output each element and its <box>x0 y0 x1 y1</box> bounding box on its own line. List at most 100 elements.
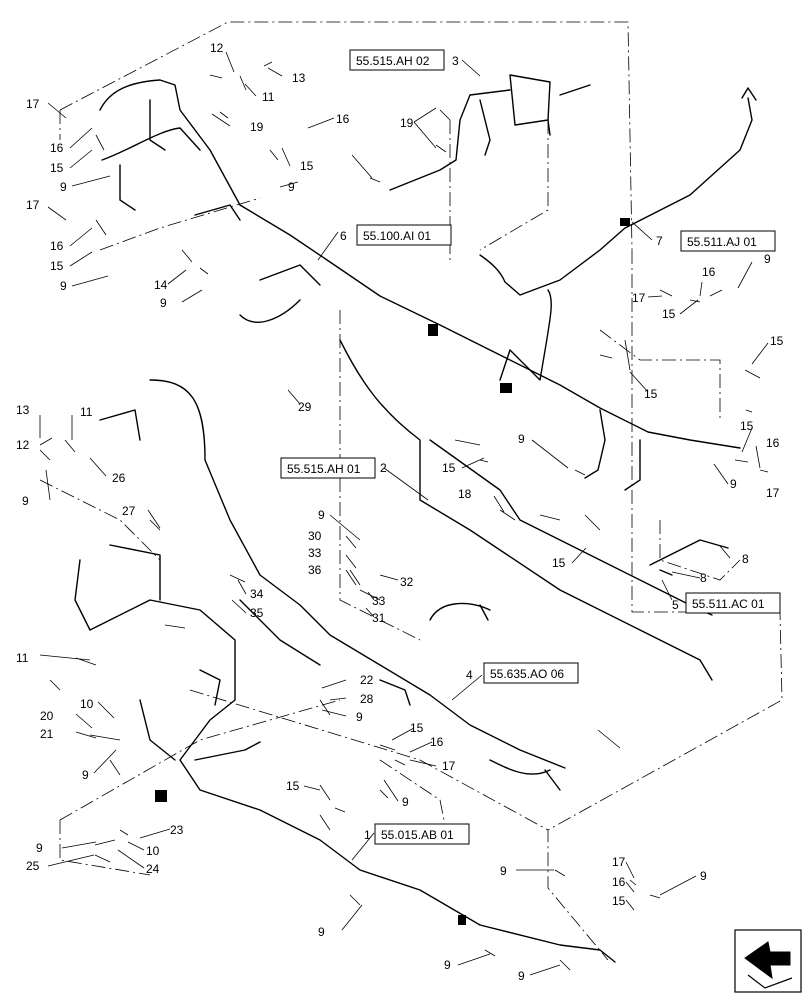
callout: 15 <box>662 307 676 321</box>
callout: 17 <box>26 198 40 212</box>
callout: 9 <box>402 795 409 809</box>
callout: 18 <box>458 487 472 501</box>
callout: 1 <box>364 828 371 842</box>
harness-3 <box>389 74 591 191</box>
callout: 27 <box>122 504 136 518</box>
callout: 31 <box>372 611 386 625</box>
callout: 9 <box>36 841 43 855</box>
callout: 3 <box>452 54 459 68</box>
callout: 15 <box>644 387 658 401</box>
callout: 8 <box>742 552 749 566</box>
harness-7 <box>479 87 757 296</box>
callout: 22 <box>360 673 374 687</box>
ref-box-55515ah02[interactable]: 55.515.AH 02 <box>349 49 445 71</box>
callout: 12 <box>16 438 30 452</box>
callout: 19 <box>400 116 414 130</box>
ref-box-55511aj01[interactable]: 55.511.AJ 01 <box>680 230 776 252</box>
callout: 15 <box>552 556 566 570</box>
callout: 9 <box>500 864 507 878</box>
callout: 16 <box>50 141 64 155</box>
svg-text:55.515.AH 02: 55.515.AH 02 <box>356 54 430 68</box>
callout: 9 <box>700 869 707 883</box>
callout: 9 <box>764 252 771 266</box>
callout: 15 <box>612 894 626 908</box>
harness-1 <box>74 544 616 963</box>
callout: 9 <box>318 508 325 522</box>
callout: 9 <box>160 296 167 310</box>
callout: 29 <box>298 400 312 414</box>
callout: 34 <box>250 587 264 601</box>
harness-5 <box>649 539 729 576</box>
callout: 23 <box>170 823 184 837</box>
callout: 9 <box>356 710 363 724</box>
callout: 28 <box>360 692 374 706</box>
callout: 17 <box>766 486 780 500</box>
callout: 15 <box>286 779 300 793</box>
svg-text:55.015.AB 01: 55.015.AB 01 <box>381 828 454 842</box>
callout: 9 <box>288 180 295 194</box>
callout: 36 <box>308 563 322 577</box>
callout: 24 <box>146 862 160 876</box>
harness-4 <box>99 379 566 791</box>
callout: 9 <box>318 925 325 939</box>
ref-box-55515ah01[interactable]: 55.515.AH 01 <box>280 457 376 479</box>
callout: 9 <box>22 494 29 508</box>
callout: 35 <box>250 606 264 620</box>
svg-text:55.515.AH 01: 55.515.AH 01 <box>287 462 361 476</box>
callout: 16 <box>612 875 626 889</box>
callout: 16 <box>430 735 444 749</box>
callout: 11 <box>16 651 29 665</box>
svg-text:55.511.AC 01: 55.511.AC 01 <box>692 597 765 611</box>
callout: 15 <box>770 334 784 348</box>
callout: 16 <box>766 436 780 450</box>
callout: 33 <box>372 594 386 608</box>
callout: 15 <box>410 721 424 735</box>
arrow-icon <box>734 929 802 993</box>
callout: 14 <box>154 278 168 292</box>
callout: 15 <box>300 159 314 173</box>
callout: 15 <box>442 461 456 475</box>
callout: 11 <box>262 90 275 104</box>
ref-box-55511ac01[interactable]: 55.511.AC 01 <box>685 592 781 614</box>
hardware-parts <box>39 61 769 971</box>
harness-6 <box>99 79 741 681</box>
callout: 10 <box>80 697 94 711</box>
ref-box-55100ai01[interactable]: 55.100.AI 01 <box>356 224 452 246</box>
callout: 15 <box>740 419 754 433</box>
callout: 11 <box>80 405 93 419</box>
callout: 16 <box>336 112 350 126</box>
callout: 7 <box>656 234 663 248</box>
callout: 16 <box>50 239 64 253</box>
callout: 17 <box>612 855 626 869</box>
callout: 9 <box>444 958 451 972</box>
callout: 17 <box>26 97 40 111</box>
callout: 19 <box>250 120 264 134</box>
callout: 13 <box>292 71 306 85</box>
callout: 4 <box>466 668 473 682</box>
leader-lines <box>39 51 769 976</box>
callout: 9 <box>518 969 525 983</box>
ref-box-55015ab01[interactable]: 55.015.AB 01 <box>374 823 470 845</box>
phantom-frame-outline <box>39 21 783 961</box>
callout: 9 <box>60 279 67 293</box>
callout: 26 <box>112 471 126 485</box>
callout-labels: 12 13 11 3 17 16 15 9 19 16 15 9 19 17 1… <box>16 41 784 983</box>
callout: 6 <box>340 229 347 243</box>
callout: 20 <box>40 709 54 723</box>
callout: 17 <box>442 759 456 773</box>
callout: 16 <box>702 265 716 279</box>
svg-text:55.635.AO 06: 55.635.AO 06 <box>490 667 564 681</box>
ref-box-55635ao06[interactable]: 55.635.AO 06 <box>483 662 579 684</box>
callout: 15 <box>50 161 64 175</box>
callout: 21 <box>40 727 54 741</box>
callout: 10 <box>146 844 160 858</box>
callout: 9 <box>730 477 737 491</box>
callout: 9 <box>518 432 525 446</box>
callout: 30 <box>308 529 322 543</box>
callout: 8 <box>700 571 707 585</box>
svg-text:55.511.AJ 01: 55.511.AJ 01 <box>687 235 757 249</box>
callout: 32 <box>400 575 414 589</box>
callout: 9 <box>60 180 67 194</box>
callout: 12 <box>210 41 224 55</box>
